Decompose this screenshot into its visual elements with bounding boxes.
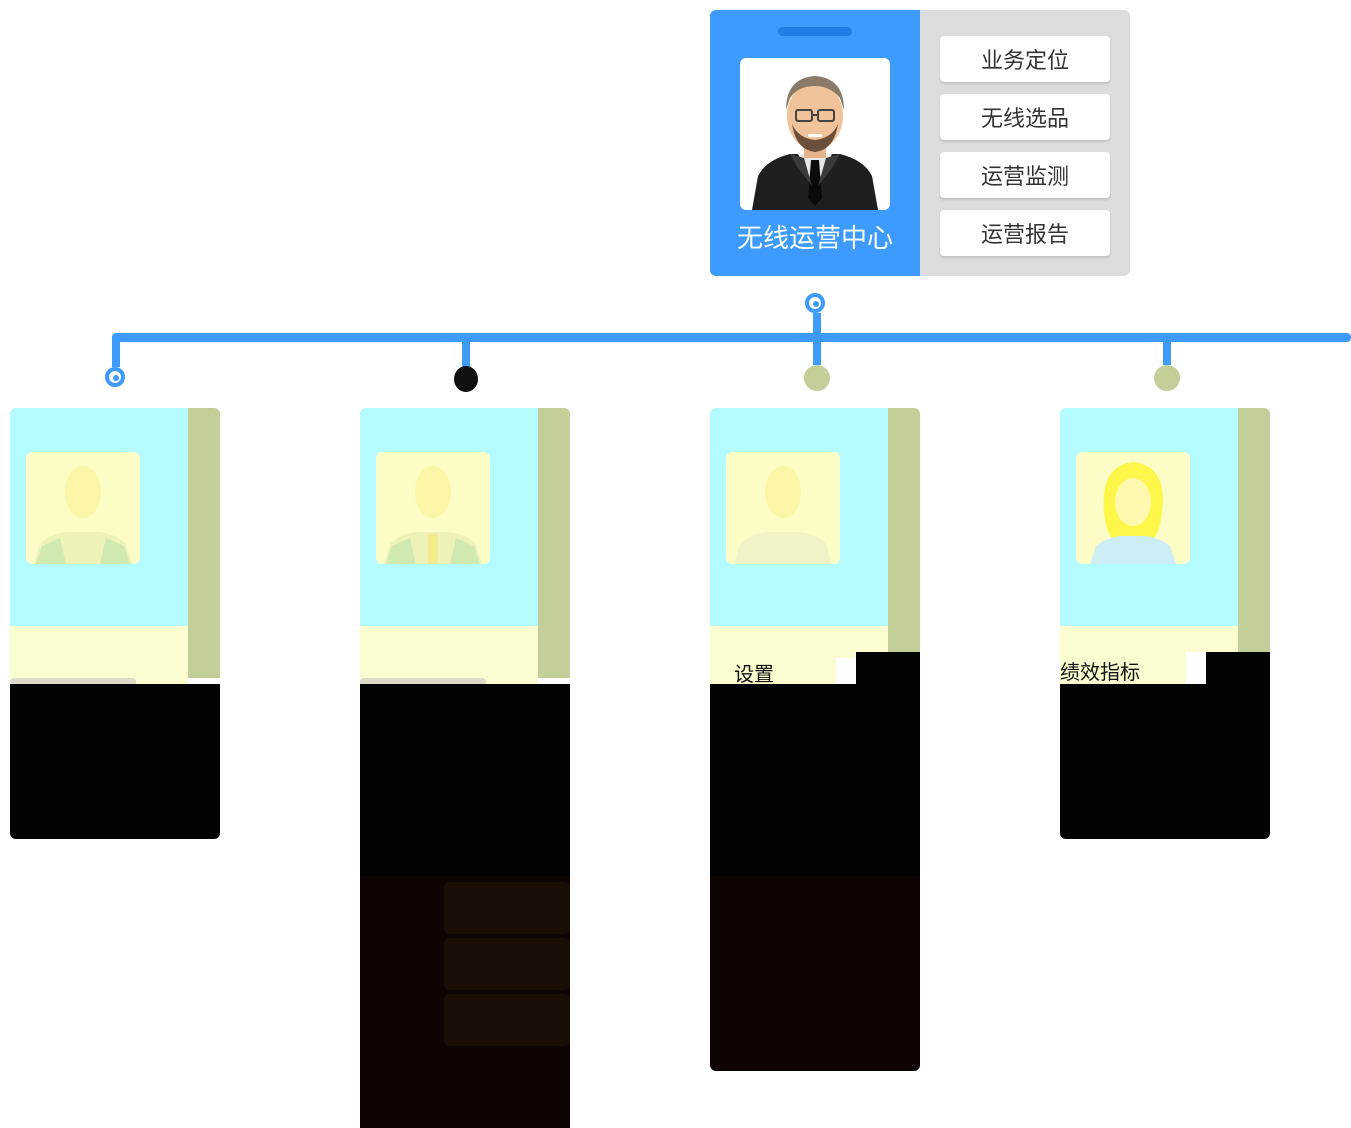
card-header [710, 408, 888, 626]
child-node-card-4: 绩效指标 [1060, 408, 1270, 839]
glitch-row-3 [444, 994, 570, 1046]
card-side-panel [1238, 408, 1270, 678]
man-avatar-icon [726, 452, 840, 564]
child-1-connector-line [112, 337, 120, 367]
root-node-title: 无线运营中心 [736, 224, 893, 254]
card-button-area [360, 626, 538, 700]
glitch-row-1 [444, 882, 570, 934]
business-positioning-button[interactable]: 业务定位 [940, 36, 1110, 82]
card-side-panel [538, 408, 570, 678]
card-rendering-artifact [856, 652, 920, 684]
child-3-node-dot-icon [804, 365, 830, 391]
card-button-area [1060, 626, 1238, 652]
card-button-area [10, 626, 188, 700]
glitch-row-2 [444, 938, 570, 990]
man-avatar-icon [26, 452, 140, 564]
card-rendering-artifact [10, 684, 220, 839]
child-node-card-2 [360, 408, 570, 1128]
child-node-card-1 [10, 408, 220, 839]
card-rendering-artifact-lower [360, 876, 570, 1128]
card-partial-button[interactable]: 绩效指标 [1060, 652, 1186, 684]
child-node-card-3: 设置 [710, 408, 920, 1071]
child-4-connector-line [1163, 337, 1171, 365]
root-node-header: 无线运营中心 [710, 10, 920, 276]
root-connector-ring-icon [805, 293, 825, 313]
child-2-node-dot-icon [454, 366, 478, 392]
man-avatar-icon [376, 452, 490, 564]
card-side-panel [888, 408, 920, 678]
operation-monitoring-button[interactable]: 运营监测 [940, 152, 1110, 198]
card-partial-button[interactable]: 设置 [710, 658, 836, 684]
wireless-product-selection-button[interactable]: 无线选品 [940, 94, 1110, 140]
card-rendering-artifact [710, 684, 920, 876]
card-rendering-artifact [360, 684, 570, 876]
operation-report-button[interactable]: 运营报告 [940, 210, 1110, 256]
woman-avatar-icon [1076, 452, 1190, 564]
manager-avatar-icon [740, 58, 890, 210]
card-header [360, 408, 538, 626]
child-2-connector-line [462, 337, 470, 367]
card-side-panel [188, 408, 220, 678]
horizontal-connector-line [112, 333, 1351, 342]
child-4-node-dot-icon [1154, 365, 1180, 391]
child-1-node-ring-icon [105, 367, 125, 387]
root-node-card: 无线运营中心 业务定位 无线选品 运营监测 运营报告 [710, 10, 1130, 276]
card-header [1060, 408, 1238, 626]
card-notch [778, 27, 852, 36]
card-rendering-artifact [1206, 652, 1270, 684]
card-rendering-artifact-lower [710, 876, 920, 1071]
card-header [10, 408, 188, 626]
card-rendering-artifact [1060, 684, 1270, 839]
